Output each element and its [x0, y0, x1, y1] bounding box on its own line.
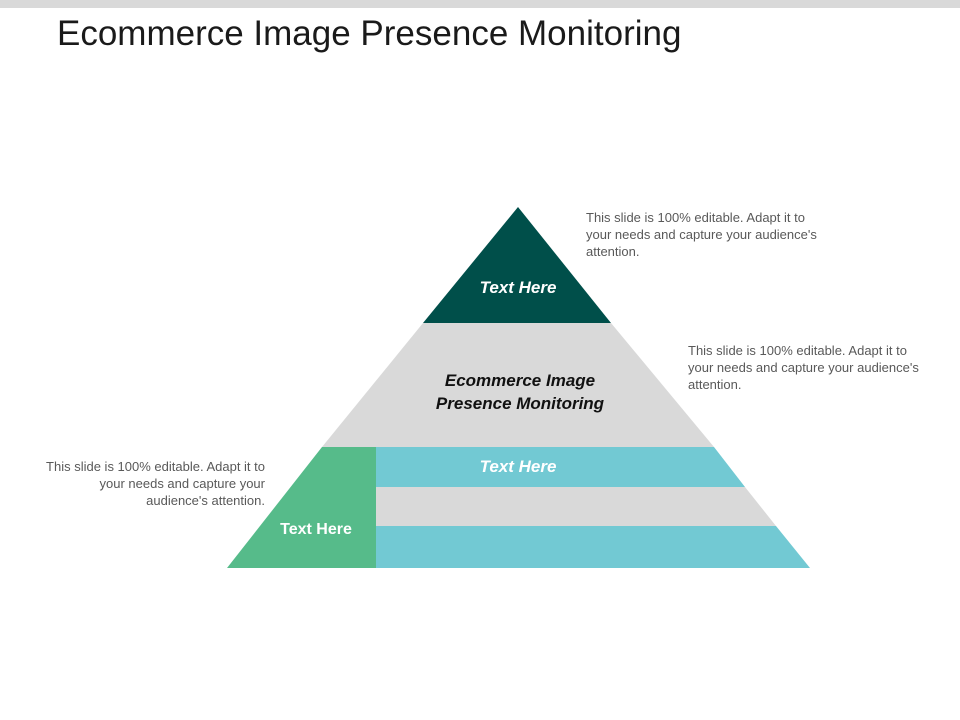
- note-left: This slide is 100% editable. Adapt it to…: [46, 459, 265, 508]
- pyramid-base-stripe-3: [376, 526, 810, 568]
- note-top-right: This slide is 100% editable. Adapt it to…: [586, 210, 817, 259]
- pyramid-base-stripe-2: [376, 487, 776, 526]
- middle-label: Ecommerce Image Presence Monitoring: [435, 371, 605, 413]
- pyramid-apex-segment: [423, 207, 611, 323]
- apex-label: Text Here: [479, 278, 557, 297]
- base-left-label: Text Here: [280, 521, 352, 538]
- note-middle-right: This slide is 100% editable. Adapt it to…: [688, 343, 919, 392]
- pyramid-base-stripe-1: [376, 447, 745, 487]
- pyramid-base-left-segment: [227, 447, 376, 568]
- top-accent-bar: [0, 0, 960, 8]
- base-upper-label: Text Here: [479, 457, 557, 476]
- slide-title: Ecommerce Image Presence Monitoring: [57, 14, 682, 53]
- pyramid-middle-segment: [322, 323, 714, 447]
